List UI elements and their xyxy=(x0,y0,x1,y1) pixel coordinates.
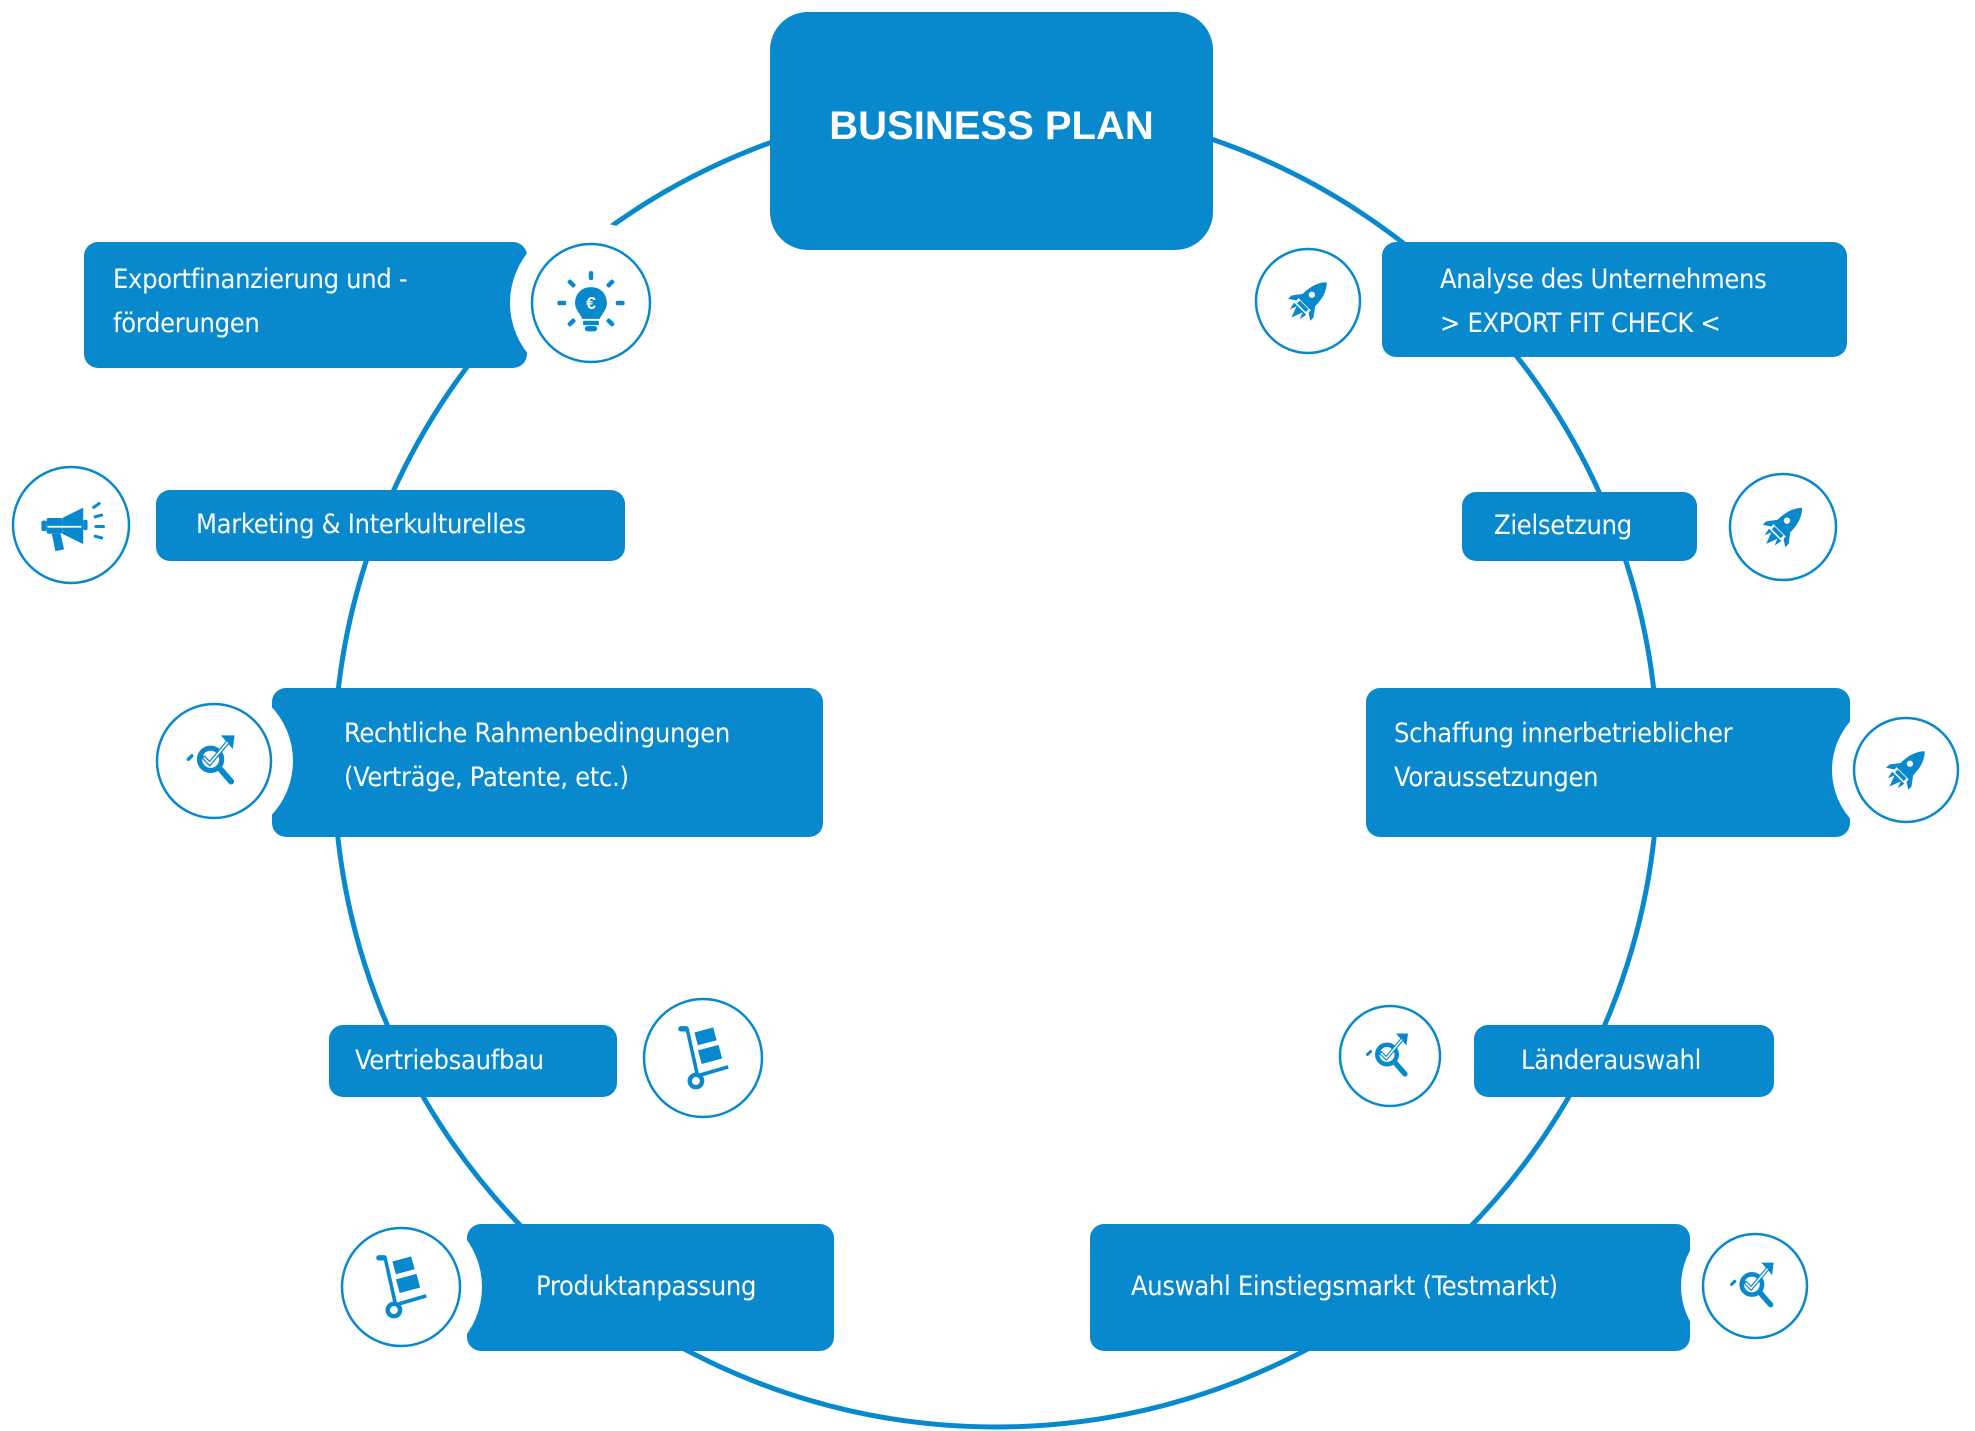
step-label-line: (Verträge, Patente, etc.) xyxy=(344,762,629,793)
step-label-line: Auswahl Einstiegsmarkt (Testmarkt) xyxy=(1131,1271,1558,1302)
step-label-produktanpassung: Produktanpassung xyxy=(536,1265,756,1309)
step-label-line: Rechtliche Rahmenbedingungen xyxy=(344,718,730,749)
step-label-rechtliche: Rechtliche Rahmenbedingungen (Verträge, P… xyxy=(344,712,730,800)
step-box xyxy=(156,490,625,561)
step-label-line: Vertriebsaufbau xyxy=(355,1045,544,1076)
step-box xyxy=(272,688,823,837)
step-rechtliche xyxy=(135,682,823,840)
step-zielsetzung xyxy=(1462,452,1858,602)
step-label-line: Länderauswahl xyxy=(1521,1045,1702,1076)
step-auswahl-einstiegsmarkt xyxy=(1090,1212,1829,1360)
step-label-line: > EXPORT FIT CHECK < xyxy=(1440,308,1721,339)
step-laenderauswahl xyxy=(1318,984,1774,1128)
step-box xyxy=(329,1025,617,1097)
step-box xyxy=(1090,1224,1690,1351)
step-exportfinanzierung xyxy=(84,222,672,384)
step-box xyxy=(1366,688,1850,837)
step-label-line: förderungen xyxy=(113,308,260,339)
step-box xyxy=(1474,1025,1774,1097)
business-plan-box xyxy=(770,12,1213,250)
step-box xyxy=(1382,242,1847,357)
step-schaffung xyxy=(1366,688,1975,844)
step-box xyxy=(467,1224,834,1351)
step-label-marketing: Marketing & Interkulturelles xyxy=(196,503,526,547)
step-label-line: Produktanpassung xyxy=(536,1271,757,1302)
step-label-line: Zielsetzung xyxy=(1494,510,1632,541)
step-label-line: Voraussetzungen xyxy=(1394,762,1599,793)
step-analyse xyxy=(1234,227,1847,375)
business-plan-title: BUSINESS PLAN xyxy=(829,104,1154,148)
step-box xyxy=(84,242,527,368)
step-label-line: Analyse des Unternehmens xyxy=(1440,264,1767,295)
step-box xyxy=(1462,492,1697,561)
step-label-vertriebsaufbau: Vertriebsaufbau xyxy=(355,1039,544,1083)
step-label-line: Exportfinanzierung und - xyxy=(113,264,408,295)
step-label-laenderauswahl: Länderauswahl xyxy=(1521,1039,1701,1083)
step-label-auswahl-einstiegsmarkt: Auswahl Einstiegsmarkt (Testmarkt) xyxy=(1131,1265,1558,1309)
step-label-exportfinanzierung: Exportfinanzierung und - förderungen xyxy=(113,258,408,346)
step-produktanpassung xyxy=(320,1206,834,1368)
step-label-line: Schaffung innerbetrieblicher xyxy=(1394,718,1733,749)
step-vertriebsaufbau xyxy=(329,977,784,1139)
step-label-analyse: Analyse des Unternehmens > EXPORT FIT CHE… xyxy=(1440,258,1767,346)
step-marketing xyxy=(0,445,625,605)
step-label-zielsetzung: Zielsetzung xyxy=(1494,504,1632,548)
step-label-line: Marketing & Interkulturelles xyxy=(196,509,526,540)
